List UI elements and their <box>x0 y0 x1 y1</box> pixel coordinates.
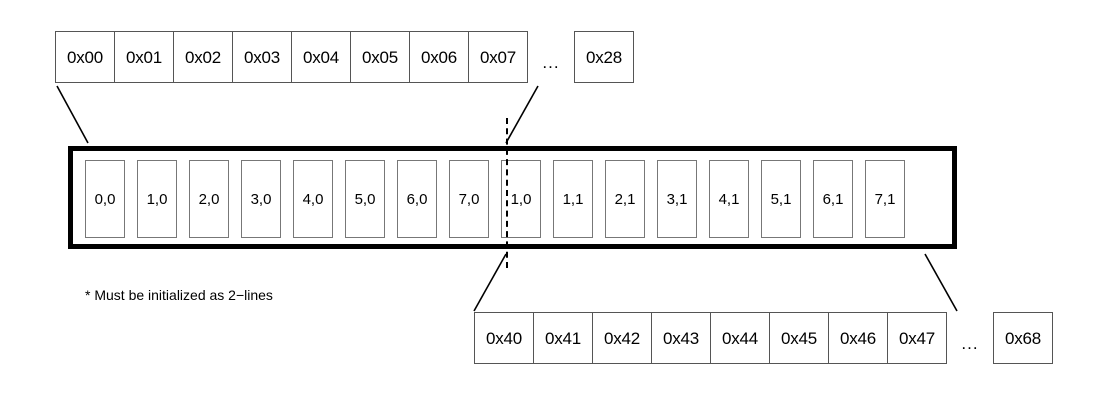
addr-cell: 0x44 <box>710 312 770 364</box>
leader-top-left <box>56 85 89 144</box>
leader-bottom-left <box>473 253 507 312</box>
cache-entry: 4,1 <box>709 160 749 238</box>
cache-entry: 5,1 <box>761 160 801 238</box>
addr-cell-last: 0x28 <box>574 31 634 83</box>
addr-cell: 0x40 <box>474 312 534 364</box>
addr-cell: 0x41 <box>533 312 593 364</box>
bottom-address-strip: 0x40 0x41 0x42 0x43 0x44 0x45 0x46 0x47 … <box>474 312 1053 364</box>
addr-cell: 0x06 <box>409 31 469 83</box>
cache-entry: 4,0 <box>293 160 333 238</box>
addr-cell: 0x43 <box>651 312 711 364</box>
cache-entry: 5,0 <box>345 160 385 238</box>
addr-cell-last: 0x68 <box>993 312 1053 364</box>
addr-cell: 0x42 <box>592 312 652 364</box>
addr-cell: 0x03 <box>232 31 292 83</box>
footnote-text: * Must be initialized as 2−lines <box>85 287 273 303</box>
bottom-ellipsis: ... <box>961 334 979 353</box>
set-split-divider <box>506 118 508 268</box>
cache-entry: 2,0 <box>189 160 229 238</box>
cache-entry: 6,0 <box>397 160 437 238</box>
cache-entry: 3,1 <box>657 160 697 238</box>
addr-cell: 0x07 <box>468 31 528 83</box>
addr-cell: 0x46 <box>828 312 888 364</box>
addr-cell: 0x00 <box>55 31 115 83</box>
addr-cell: 0x47 <box>887 312 947 364</box>
cache-entry: 6,1 <box>813 160 853 238</box>
top-address-strip: 0x00 0x01 0x02 0x03 0x04 0x05 0x06 0x07 … <box>55 31 634 83</box>
cache-entry: 7,1 <box>865 160 905 238</box>
cache-entry: 0,0 <box>85 160 125 238</box>
top-ellipsis: ... <box>542 53 560 72</box>
cache-entry: 1,1 <box>553 160 593 238</box>
cache-entry: 3,0 <box>241 160 281 238</box>
leader-top-right <box>505 85 539 144</box>
cache-entry: 2,1 <box>605 160 645 238</box>
addr-cell: 0x05 <box>350 31 410 83</box>
cache-entry: 1,0 <box>137 160 177 238</box>
addr-cell: 0x45 <box>769 312 829 364</box>
leader-bottom-right <box>924 253 958 312</box>
cache-entry: 7,0 <box>449 160 489 238</box>
addr-cell: 0x01 <box>114 31 174 83</box>
addr-cell: 0x02 <box>173 31 233 83</box>
addr-cell: 0x04 <box>291 31 351 83</box>
cache-line-entries: 0,0 1,0 2,0 3,0 4,0 5,0 6,0 7,0 1,0 1,1 … <box>85 160 905 238</box>
